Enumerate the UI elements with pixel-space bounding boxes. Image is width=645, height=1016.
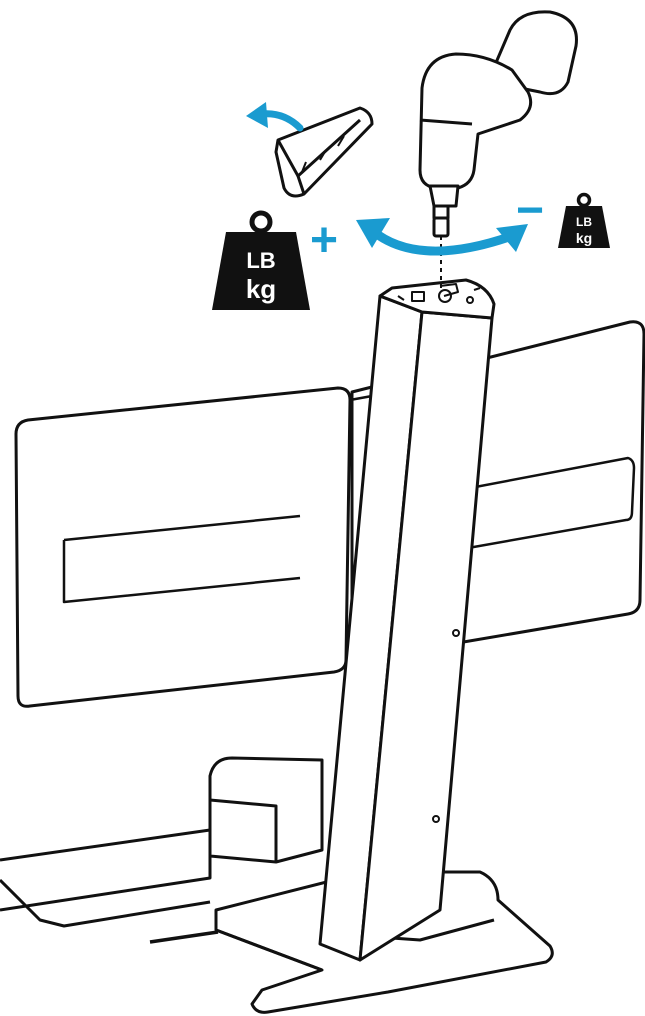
weight-unit-lb: LB xyxy=(576,215,592,229)
screw-hole-upper xyxy=(453,630,459,636)
screw-hole-lower xyxy=(433,816,439,822)
desk-plate xyxy=(0,880,210,926)
weight-decrease: LB kg xyxy=(558,195,610,249)
lift-arrow xyxy=(246,102,300,128)
desk-edge xyxy=(0,830,210,910)
base-rear-block xyxy=(210,758,322,862)
monitor-back-left xyxy=(16,388,350,706)
monitor-panel xyxy=(16,322,644,707)
power-drill-icon xyxy=(420,12,576,236)
minus-sign: − xyxy=(516,184,544,237)
plus-sign: + xyxy=(310,214,338,267)
weight-unit-kg: kg xyxy=(576,230,592,246)
stand-base xyxy=(0,758,552,1012)
weight-increase: LB kg xyxy=(212,213,310,310)
cable xyxy=(150,932,218,942)
weight-unit-kg: kg xyxy=(246,274,276,304)
weight-unit-lb: LB xyxy=(246,248,275,273)
